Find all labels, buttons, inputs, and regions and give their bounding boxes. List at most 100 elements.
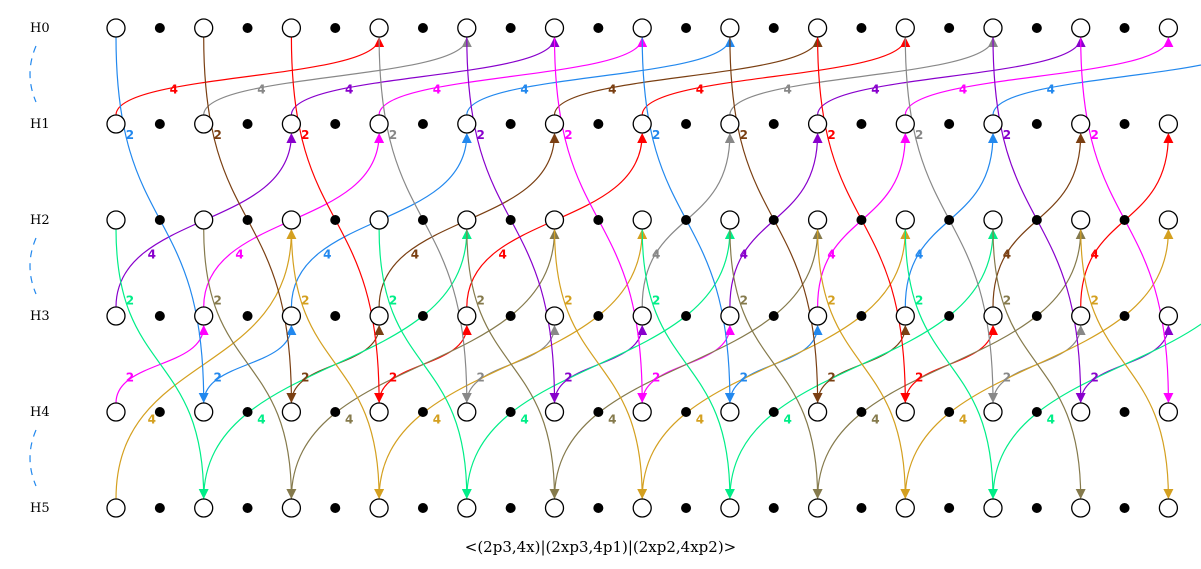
edge-arrow (290, 37, 560, 116)
filled-node (154, 119, 165, 129)
open-node (457, 306, 477, 326)
filled-node (242, 119, 253, 129)
edge-arrow (992, 228, 1086, 499)
filled-node (154, 215, 165, 225)
edge-label: 2 (652, 293, 660, 307)
filled-node (1031, 119, 1042, 129)
filled-node (154, 311, 165, 321)
filled-node (1119, 215, 1130, 225)
filled-node (505, 407, 516, 417)
open-node (194, 402, 214, 422)
open-node (281, 114, 302, 134)
filled-node (154, 503, 165, 513)
open-node (194, 18, 214, 38)
open-node (369, 498, 389, 518)
edge-arrow (904, 37, 1174, 116)
open-node (544, 498, 565, 518)
open-node (1071, 402, 1091, 422)
row-label: H5 (30, 501, 50, 516)
edge-label: 2 (564, 293, 572, 307)
filled-node (1031, 311, 1042, 321)
open-node (807, 18, 828, 38)
edge-label: 2 (652, 128, 660, 142)
open-node (1158, 498, 1179, 518)
edge-label: 2 (301, 370, 309, 384)
edge-arrow (553, 37, 823, 116)
edges (115, 36, 1201, 500)
open-node (807, 498, 828, 518)
filled-node (944, 407, 955, 417)
filled-node (1119, 311, 1130, 321)
edge-label: 2 (1090, 370, 1098, 384)
filled-node (330, 503, 341, 513)
open-node (807, 306, 828, 326)
open-node (106, 306, 126, 326)
edge-label: 2 (477, 128, 485, 142)
open-node (457, 498, 477, 518)
edge-label: 2 (1090, 293, 1098, 307)
edge-arrow (904, 228, 998, 499)
filled-node (330, 215, 341, 225)
edge-arrow (817, 228, 911, 499)
filled-node (681, 503, 692, 513)
filled-node (1031, 215, 1042, 225)
edge-label: 2 (915, 128, 923, 142)
edge-label: 4 (959, 82, 967, 96)
edge-label: 2 (389, 128, 397, 142)
open-node (544, 18, 565, 38)
open-node (895, 114, 915, 134)
filled-node (505, 23, 516, 33)
edge-label: 4 (959, 413, 967, 427)
edge-label: 4 (783, 82, 791, 96)
open-node (632, 306, 652, 326)
edge-arrow (1080, 228, 1174, 499)
filled-node (681, 215, 692, 225)
edge-label: 4 (1047, 413, 1055, 427)
open-node (895, 402, 915, 422)
dashed-connector (29, 429, 37, 487)
open-node (106, 114, 126, 134)
edge-label: 4 (783, 413, 791, 427)
filled-node (768, 215, 779, 225)
edge-label: 2 (126, 293, 134, 307)
filled-node (242, 503, 253, 513)
edge-label: 4 (827, 248, 835, 262)
dashed-connector (29, 237, 37, 295)
edge-arrow (992, 323, 1201, 500)
edge-label: 4 (740, 248, 748, 262)
open-node (457, 114, 477, 134)
edge-label: 4 (871, 413, 879, 427)
filled-node (242, 407, 253, 417)
open-node (720, 210, 740, 230)
open-node (895, 18, 915, 38)
edge-arrow (466, 37, 735, 116)
edge-label: 4 (871, 82, 879, 96)
edge-label: 2 (915, 370, 923, 384)
open-node (632, 402, 652, 422)
open-node (720, 498, 740, 518)
edge-label: 4 (1047, 82, 1055, 96)
open-node (632, 210, 652, 230)
edge-label: 2 (740, 370, 748, 384)
edge-label: 2 (652, 370, 660, 384)
filled-node (505, 215, 516, 225)
open-node (632, 18, 652, 38)
filled-node (944, 215, 955, 225)
open-node (194, 498, 214, 518)
open-node (983, 498, 1003, 518)
edge-label: 2 (740, 293, 748, 307)
filled-node (505, 119, 516, 129)
edge-label: 2 (564, 128, 572, 142)
nodes (106, 18, 1179, 518)
filled-node (1119, 23, 1130, 33)
edge-arrow (378, 228, 472, 499)
edge-arrow (641, 37, 911, 116)
filled-node (242, 215, 253, 225)
filled-node (681, 311, 692, 321)
edge-label: 4 (1090, 248, 1098, 262)
edge-label: 2 (389, 370, 397, 384)
open-node (1071, 498, 1091, 518)
edge-label: 4 (433, 82, 441, 96)
